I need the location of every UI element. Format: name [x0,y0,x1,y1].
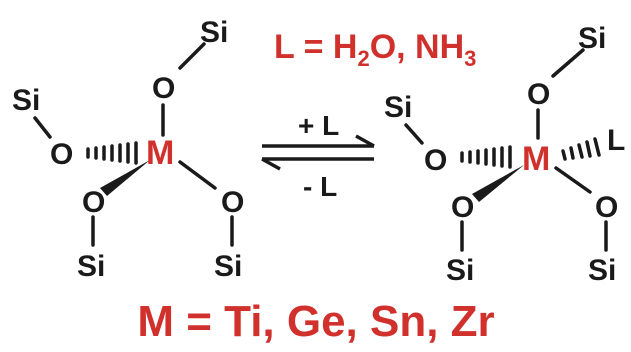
right-metal: M [522,140,550,178]
right-o-lower-left: O [451,191,474,224]
left-o-lower-left: O [82,186,105,219]
left-bond-si-left-o [33,116,52,139]
left-bond-si-top-o [178,42,206,70]
right-hashed-bond-ligand [561,137,601,161]
right-si-top: Si [578,22,606,55]
ligand-definition: L = H2O, NH3 [274,28,476,71]
left-wedge-bond [100,160,150,196]
right-ligand: L [607,124,625,157]
left-si-lower-left: Si [77,250,105,283]
equilibrium-arrows: + L - L [261,110,375,202]
left-hashed-bond [86,141,138,165]
right-o-top: O [527,78,550,111]
right-bond-si-top-o [551,48,585,78]
left-o-top: O [152,72,175,105]
right-hashed-bond-left [460,145,512,169]
right-si-left: Si [384,91,412,124]
right-bond-si-left-o [404,123,424,145]
left-structure: Si O Si O M O O Si Si [12,16,244,283]
right-wedge-bond [472,165,524,202]
left-si-top: Si [200,16,228,49]
left-o-left: O [50,138,73,171]
left-si-lower-right: Si [214,250,242,283]
left-o-lower-right: O [221,186,244,219]
right-o-left: O [424,144,447,177]
forward-label: + L [298,110,339,141]
right-si-lower-right: Si [588,254,616,287]
left-si-left: Si [12,84,40,117]
reverse-label: - L [303,171,337,202]
reverse-arrow-head [261,157,281,171]
left-bond-m-o-lower-right [178,160,217,190]
forward-arrow-head [355,134,375,148]
right-si-lower-left: Si [446,254,474,287]
right-o-lower-right: O [595,191,618,224]
right-bond-m-o-lower-right [554,166,592,194]
left-metal: M [146,134,174,172]
right-structure: Si O Si O M L O O Si Si [384,22,625,287]
metal-definition: M = Ti, Ge, Sn, Zr [137,297,494,346]
